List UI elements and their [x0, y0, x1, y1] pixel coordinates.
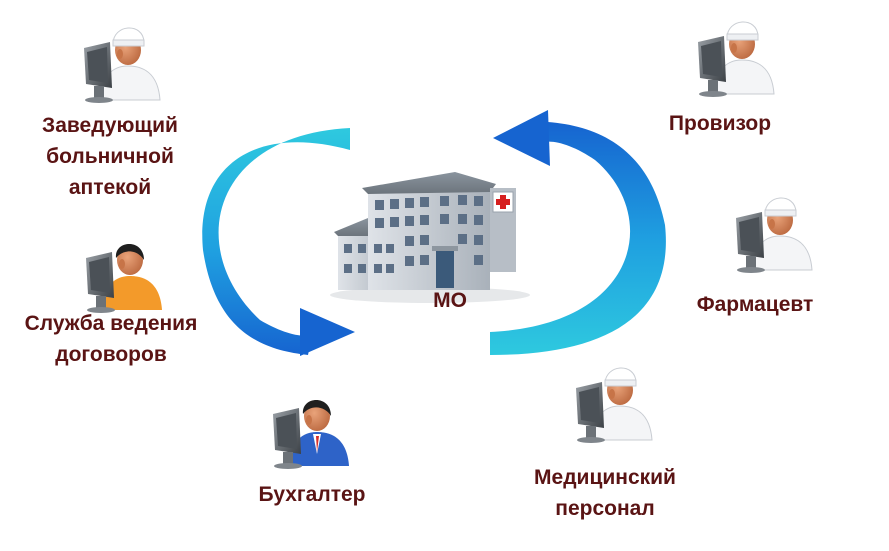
right-cycle-arrow	[490, 110, 666, 355]
role-label-pharmacist: Фармацевт	[696, 293, 814, 316]
pharmacist-at-computer-icon	[736, 197, 813, 273]
pharmacist-at-computer-icon	[698, 21, 775, 97]
role-label-accountant: Бухгалтер	[258, 483, 366, 506]
role-label-head-pharmacist: Заведующий больничной аптекой	[42, 114, 178, 199]
hospital-building-icon	[330, 172, 530, 303]
clerk-at-computer-icon	[86, 244, 162, 313]
role-label-medical-staff: Медицинский персонал	[534, 466, 676, 520]
role-label-provisor: Провизор	[668, 112, 772, 135]
left-cycle-arrow	[202, 128, 355, 356]
pharmacist-at-computer-icon	[84, 27, 161, 103]
accountant-at-computer-icon	[273, 400, 349, 469]
role-label-contract-service: Служба ведения договоров	[24, 312, 198, 366]
medic-at-computer-icon	[576, 367, 653, 443]
center-label: МО	[433, 289, 467, 312]
